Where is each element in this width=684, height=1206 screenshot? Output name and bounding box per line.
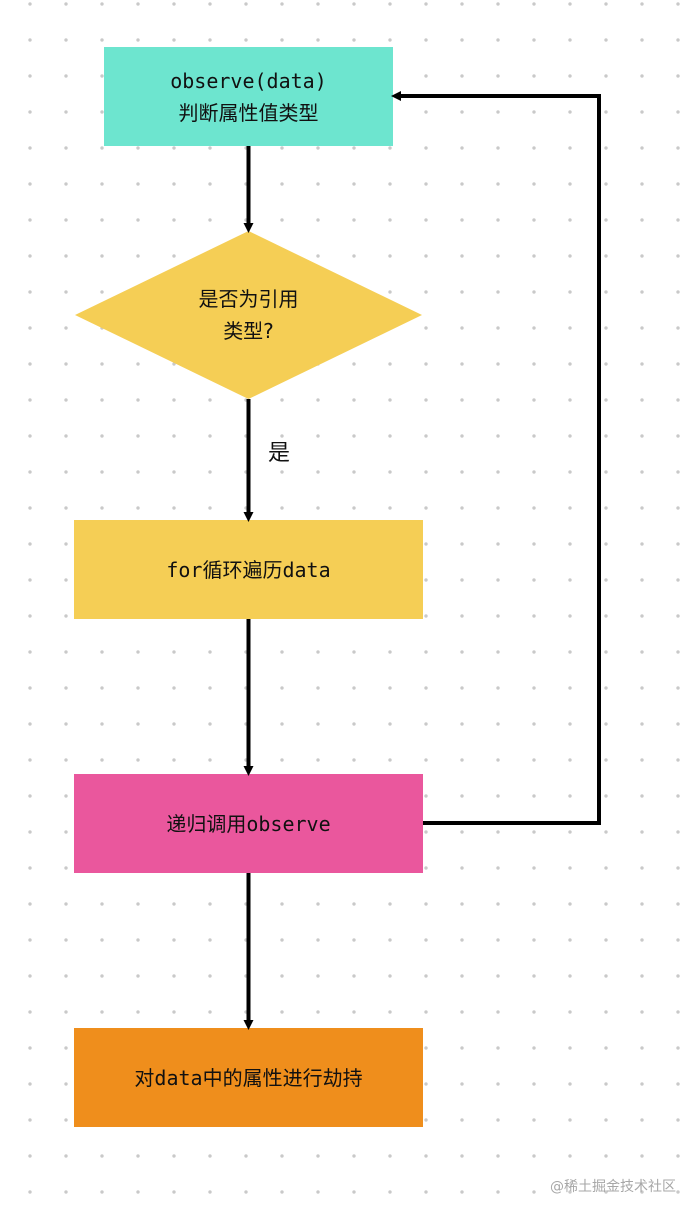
observe-node-label-line1: observe(data) (170, 69, 327, 93)
decision-node-label-line2: 类型? (223, 319, 274, 343)
for-loop-node-label: for循环遍历data (166, 558, 330, 582)
hijack-properties-node-label: 对data中的属性进行劫持 (134, 1066, 362, 1090)
recursive-observe-node-label: 递归调用observe (166, 812, 330, 836)
edge-label-yes: 是 (268, 441, 290, 466)
reference-type-decision-node (75, 231, 422, 399)
recursive-observe-node (74, 774, 423, 873)
for-loop-node (74, 520, 423, 619)
watermark: @稀土掘金技术社区 (550, 1179, 676, 1195)
decision-node-label-line1: 是否为引用 (199, 287, 299, 311)
observe-node-label-line2: 判断属性值类型 (179, 101, 319, 125)
hijack-properties-node (74, 1028, 423, 1127)
observe-node (104, 47, 393, 146)
edge-recurse-back-to-observe (391, 91, 601, 825)
